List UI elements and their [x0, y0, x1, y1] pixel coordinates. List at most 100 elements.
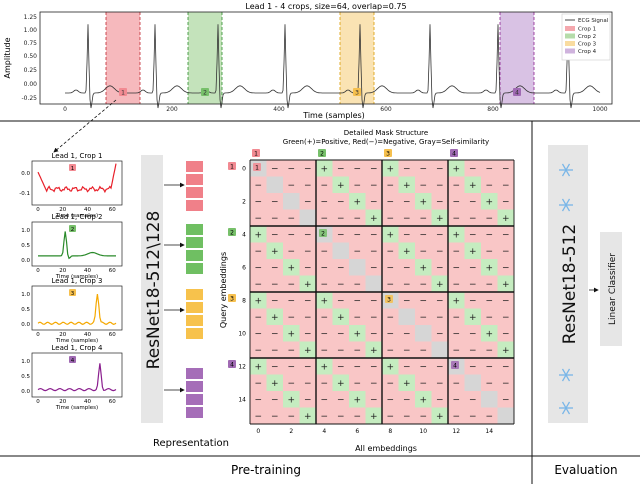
mask-negative: −: [403, 362, 411, 372]
mask-negative: −: [469, 395, 477, 405]
mask-negative: −: [287, 296, 295, 306]
mask-negative: −: [452, 395, 460, 405]
mask-cell: [464, 391, 481, 408]
mask-cell: [316, 259, 333, 276]
mask-negative: −: [469, 214, 477, 224]
mask-cell: [448, 374, 465, 391]
representation-block: [186, 302, 203, 313]
mask-cell: [398, 341, 415, 358]
mask-cell: [299, 193, 316, 210]
crop-xtick: 0: [36, 399, 40, 405]
mask-positive: +: [403, 181, 411, 191]
mask-cell: [464, 275, 481, 292]
top-xtick: 600: [380, 106, 392, 113]
mask-positive: +: [254, 362, 262, 372]
mask-cell: [481, 176, 498, 193]
mask-negative: −: [452, 346, 460, 356]
mask-cell: [481, 226, 498, 243]
legend-label: Crop 3: [578, 42, 597, 48]
mask-cell: [398, 358, 415, 375]
mask-negative: −: [452, 412, 460, 422]
mask-cell: [481, 209, 498, 226]
mask-negative: −: [353, 230, 361, 240]
mask-negative: −: [419, 313, 427, 323]
mask-negative: −: [254, 346, 262, 356]
mask-cell: [382, 325, 399, 342]
mask-negative: −: [469, 412, 477, 422]
top-xtick: 800: [487, 106, 499, 113]
mask-cell: [415, 308, 432, 325]
mask-cell: [431, 374, 448, 391]
mask-negative: −: [419, 296, 427, 306]
mask-cell: [365, 226, 382, 243]
crop-ytick: 0.0: [21, 171, 30, 177]
mask-cell: [464, 176, 481, 193]
mask-cell: [266, 358, 283, 375]
representation-stack: [186, 161, 203, 418]
crop-xtick: 0: [36, 332, 40, 338]
mask-cell: [431, 391, 448, 408]
mask-positive: +: [304, 412, 312, 422]
mask-cell: [382, 242, 399, 259]
mask-cell: [316, 407, 333, 424]
mask-cell: [431, 407, 448, 424]
mask-negative: −: [370, 296, 378, 306]
mask-negative: −: [271, 346, 279, 356]
mask-negative: −: [254, 214, 262, 224]
mask-cell: [464, 407, 481, 424]
mask-cell: [250, 242, 267, 259]
block-badge: 1: [230, 164, 234, 171]
mask-ytick: 12: [238, 363, 246, 370]
crop-xlabel: Time (samples): [55, 274, 98, 280]
mask-cell: [349, 242, 366, 259]
mask-negative: −: [452, 379, 460, 389]
mask-cell: [415, 275, 432, 292]
mask-cell: [464, 308, 481, 325]
representation-block: [186, 289, 203, 300]
mask-cell: [349, 259, 366, 276]
mask-negative: −: [254, 197, 262, 207]
mask-cell: [382, 176, 399, 193]
mask-negative: −: [337, 197, 345, 207]
mask-cell: [365, 325, 382, 342]
mask-cell: [266, 226, 283, 243]
mask-cell: [349, 391, 366, 408]
mask-cell: [316, 275, 333, 292]
mask-cell: [266, 259, 283, 276]
mask-cell: [299, 341, 316, 358]
mask-negative: −: [436, 379, 444, 389]
mask-negative: −: [320, 412, 328, 422]
top-ytick: 1.00: [24, 27, 38, 34]
representation-block: [186, 328, 203, 339]
mask-cell: [332, 341, 349, 358]
section-pretraining: Pre-training: [231, 463, 301, 477]
mask-positive: +: [304, 280, 312, 290]
mask-cell: [316, 242, 333, 259]
mask-negative: −: [419, 214, 427, 224]
mask-cell: [316, 209, 333, 226]
mask-cell: [332, 374, 349, 391]
mask-cell: [266, 292, 283, 309]
mask-negative: −: [254, 329, 262, 339]
mask-cell: [250, 193, 267, 210]
representation-block: [186, 161, 203, 172]
mask-negative: −: [304, 296, 312, 306]
top-xtick: 400: [273, 106, 285, 113]
mask-cell: [464, 374, 481, 391]
mask-negative: −: [337, 263, 345, 273]
crop-xlabel: Time (samples): [55, 405, 98, 411]
mask-cell: [398, 193, 415, 210]
mask-cell: [266, 325, 283, 342]
mask-negative: −: [502, 395, 510, 405]
mask-cell: [398, 325, 415, 342]
mask-negative: −: [254, 395, 262, 405]
mask-cell: [497, 259, 514, 276]
crop-badge: 2: [71, 227, 75, 233]
mask-cell: [464, 242, 481, 259]
crop-ytick: 0.5: [21, 374, 30, 380]
mask-cell: [250, 341, 267, 358]
mask-positive: +: [287, 329, 295, 339]
mask-negative: −: [452, 263, 460, 273]
mask-negative: −: [452, 329, 460, 339]
mask-cell: [448, 275, 465, 292]
